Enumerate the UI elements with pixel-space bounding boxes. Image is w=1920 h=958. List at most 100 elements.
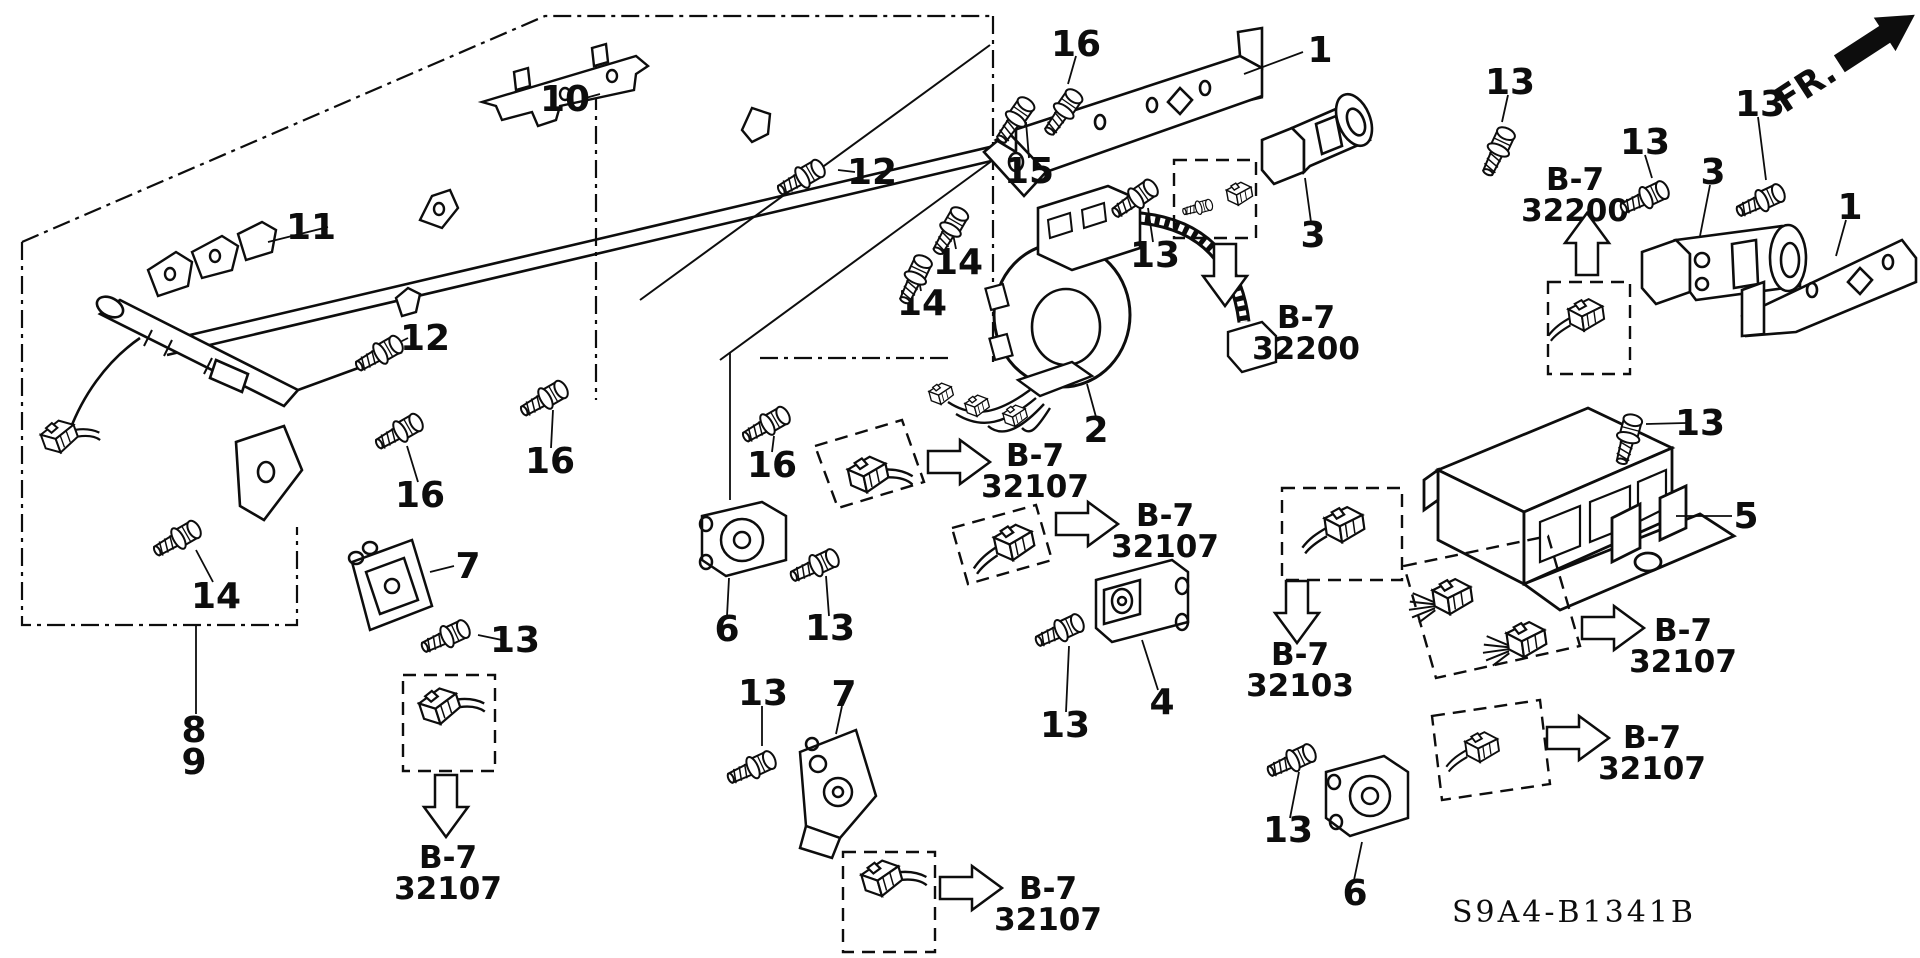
ref-label-line2: 32107 bbox=[394, 871, 502, 907]
sensor-7b-body bbox=[798, 728, 878, 840]
connector-plug-icon bbox=[1445, 731, 1501, 773]
connector-plug-icon bbox=[845, 455, 914, 494]
dashed-box-right-top bbox=[1546, 280, 1632, 376]
connector-plug-icon bbox=[416, 687, 486, 726]
part-callout-13: 13 bbox=[805, 608, 855, 649]
ref-label-line1: B-7 bbox=[1136, 498, 1194, 534]
sensor-6r-screw bbox=[1360, 786, 1380, 806]
outline-left-bottom-edge bbox=[20, 242, 299, 627]
rail-brackets bbox=[146, 42, 772, 318]
tube-clamp-hole bbox=[256, 460, 276, 484]
fr-direction-arrow-icon bbox=[1833, 14, 1915, 73]
srs-sensor-6-center bbox=[698, 500, 788, 578]
sensor-6c-tab-a bbox=[698, 515, 714, 533]
ref-label-line2: 32107 bbox=[1629, 644, 1737, 680]
dashed-box-right-mid bbox=[1402, 534, 1582, 680]
bolt-icon bbox=[995, 96, 1036, 144]
tube-clamp-bracket bbox=[234, 424, 304, 522]
sensor-6r-boss bbox=[1348, 774, 1392, 818]
bolt-icon bbox=[420, 619, 471, 654]
sensor-7l-tab-a bbox=[361, 540, 379, 556]
ref-arrow-up-icon bbox=[1562, 210, 1612, 277]
clock-spring-corrugated-ribs bbox=[1139, 214, 1248, 323]
part-callout-15: 15 bbox=[1004, 151, 1054, 192]
ref-label-line2: 32103 bbox=[1246, 668, 1354, 704]
rail-bracket-b-hole bbox=[432, 201, 446, 217]
impact-sensor-3-right bbox=[1640, 223, 1808, 306]
bracket-hole bbox=[1805, 281, 1819, 299]
part-callout-8: 8 bbox=[181, 710, 206, 751]
part-callout-9: 9 bbox=[181, 742, 206, 783]
bracket-1-right bbox=[1740, 238, 1918, 338]
sensor-3-top-connector bbox=[1260, 126, 1306, 186]
part-callout-13: 13 bbox=[1130, 235, 1180, 276]
sensor-3-top-face-hole bbox=[1345, 107, 1367, 137]
sensor-7l-screw bbox=[383, 577, 401, 595]
part-callout-5: 5 bbox=[1733, 496, 1758, 537]
srs-gusset-a bbox=[1610, 501, 1642, 565]
sensor-4-body bbox=[1094, 558, 1190, 644]
ref-arrow-down-icon bbox=[1272, 579, 1322, 646]
srs-sensor-7-bottom bbox=[798, 728, 878, 860]
sensor-3-right-hole-b bbox=[1694, 276, 1710, 292]
sensor-7l-tab-b bbox=[347, 550, 365, 566]
srs-unit-5 bbox=[1422, 406, 1737, 612]
bolt-icon bbox=[1266, 743, 1317, 778]
bolt-icon bbox=[152, 519, 202, 557]
sensor-3-right-connector bbox=[1640, 238, 1692, 306]
connector-plug-icon bbox=[858, 859, 928, 898]
ref-label-line1: B-7 bbox=[1019, 871, 1077, 907]
sensor-4-screw bbox=[1116, 595, 1128, 607]
bolt-icon bbox=[1182, 198, 1214, 216]
bolt-icon bbox=[1619, 180, 1670, 215]
sensor-6r-body bbox=[1324, 754, 1410, 838]
part-callout-13: 13 bbox=[738, 673, 788, 714]
ref-label-line1: B-7 bbox=[1546, 162, 1604, 198]
part-callout-13: 13 bbox=[1485, 62, 1535, 103]
bolt-icon bbox=[1735, 183, 1786, 218]
part-callout-13: 13 bbox=[1040, 705, 1090, 746]
clock-spring-hub bbox=[1030, 287, 1102, 367]
dashed-box-32103 bbox=[1280, 486, 1404, 582]
sensor-3-top-window bbox=[1314, 114, 1344, 156]
ref-arrow-right-icon bbox=[926, 437, 993, 487]
connector-plug-icon bbox=[972, 523, 1036, 575]
connector-plug-icon bbox=[1224, 181, 1254, 207]
bracket-hole bbox=[1881, 253, 1895, 271]
part-callout-16: 16 bbox=[1051, 24, 1101, 65]
srs-left-tab bbox=[1422, 467, 1440, 513]
bolt-icon bbox=[726, 750, 777, 785]
dashed-box-left-bottom bbox=[401, 673, 497, 773]
bracket-hole bbox=[1093, 113, 1107, 131]
srs-sensor-6-right bbox=[1324, 754, 1410, 838]
ref-label-line2: 32107 bbox=[981, 469, 1089, 505]
tube-branch-wire bbox=[68, 336, 141, 431]
sensor-4-tab-b bbox=[1174, 612, 1190, 632]
ref-arrow-right-icon bbox=[938, 863, 1005, 913]
sensor-7b-tab-a bbox=[804, 736, 820, 752]
bolt-icon bbox=[741, 405, 791, 443]
ref-label-line1: B-7 bbox=[1277, 300, 1335, 336]
sensor-7b-screw bbox=[831, 785, 845, 799]
rail-clip-c bbox=[394, 286, 422, 318]
clock-spring-connector-window-a bbox=[1046, 211, 1074, 240]
bracket-10-hole-a bbox=[558, 86, 572, 102]
part-callout-3: 3 bbox=[1300, 215, 1325, 256]
ref-label-line2: 32200 bbox=[1521, 193, 1629, 229]
bolt-icon bbox=[1615, 413, 1644, 466]
clock-spring-lower-block bbox=[1015, 360, 1095, 398]
sensor-3-right-hole-a bbox=[1693, 251, 1711, 269]
connector-plug-icon bbox=[1001, 404, 1029, 428]
ref-label-line2: 32107 bbox=[1111, 529, 1219, 565]
bolt-icon bbox=[1481, 126, 1516, 177]
sensor-6c-boss bbox=[719, 517, 765, 563]
clock-spring-wires bbox=[947, 389, 1052, 433]
sensor-6c-screw bbox=[732, 530, 752, 550]
